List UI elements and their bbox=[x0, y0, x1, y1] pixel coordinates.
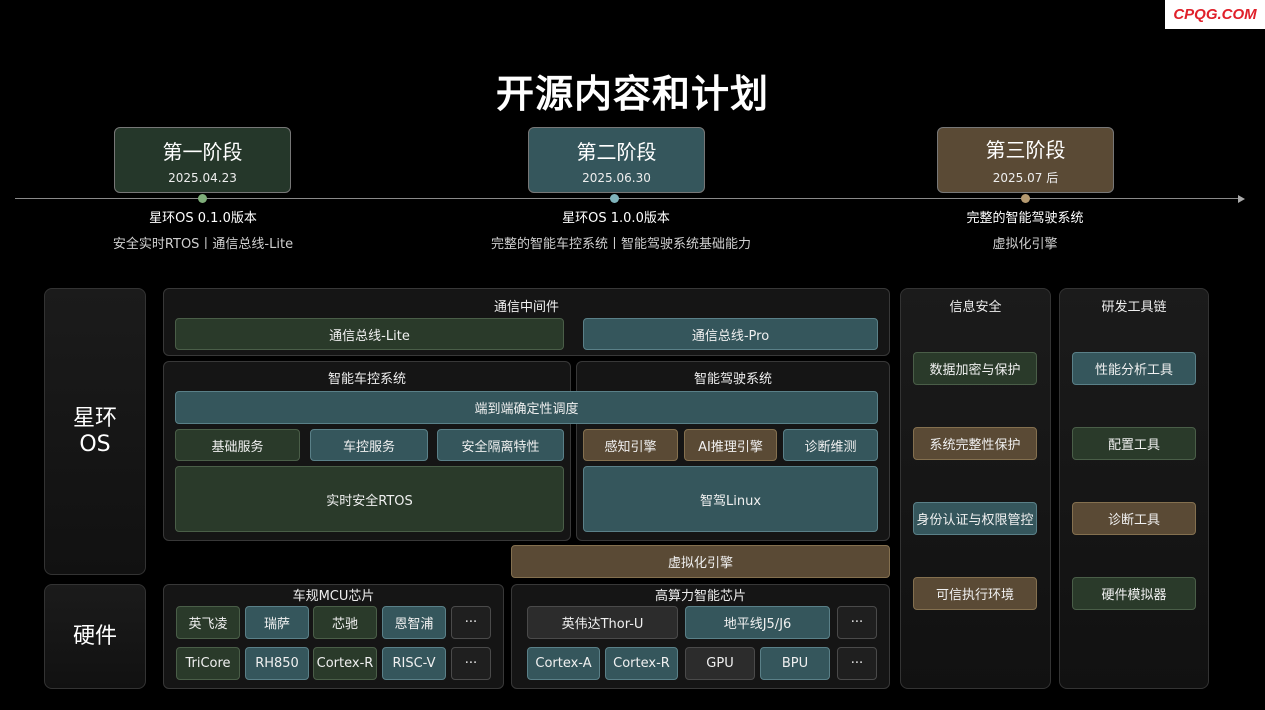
phase-2-version: 星环OS 1.0.0版本 bbox=[562, 211, 670, 226]
mcu-tricore-box: TriCore bbox=[176, 647, 240, 680]
phase-3-box: 第三阶段 2025.07 后 bbox=[937, 127, 1114, 193]
phase-2-date: 2025.06.30 bbox=[582, 170, 651, 185]
config-tool-box: 配置工具 bbox=[1072, 427, 1196, 460]
phase-3-name: 第三阶段 bbox=[985, 138, 1066, 162]
system-integrity-box: 系统完整性保护 bbox=[913, 427, 1037, 460]
watermark-logo: CPQG.COM bbox=[1165, 0, 1265, 29]
soc-gpu-box: GPU bbox=[685, 647, 755, 680]
os-label: 星环 OS bbox=[72, 405, 117, 457]
mcu-renesas-box: 瑞萨 bbox=[245, 606, 309, 639]
phase-2-name: 第二阶段 bbox=[576, 139, 657, 164]
mcu-infineon-box: 英飞凌 bbox=[176, 606, 240, 639]
hardware-label-panel: 硬件 bbox=[44, 584, 146, 689]
mcu-chip-title: 车规MCU芯片 bbox=[292, 588, 375, 604]
timeline-dot-phase1 bbox=[198, 194, 207, 203]
soc-bpu-box: BPU bbox=[760, 647, 830, 680]
os-label-panel: 星环 OS bbox=[44, 288, 146, 575]
soc-chip-title: 高算力智能芯片 bbox=[654, 588, 746, 604]
perception-engine-box: 感知引擎 bbox=[583, 429, 678, 461]
soc-horizon-box: 地平线J5/J6 bbox=[685, 606, 830, 639]
ai-inference-engine-box: AI推理引擎 bbox=[684, 429, 777, 461]
diagnostics-box: 诊断维测 bbox=[783, 429, 878, 461]
hardware-label: 硬件 bbox=[72, 623, 117, 649]
basic-service-box: 基础服务 bbox=[175, 429, 300, 461]
soc-cortex-a-box: Cortex-A bbox=[527, 647, 600, 680]
info-security-panel bbox=[900, 288, 1051, 689]
soc-nvidia-thor-box: 英伟达Thor-U bbox=[527, 606, 678, 639]
phase-1-box: 第一阶段 2025.04.23 bbox=[114, 127, 291, 193]
comm-middleware-title: 通信中间件 bbox=[493, 299, 559, 315]
virtualization-engine-box: 虚拟化引擎 bbox=[511, 545, 890, 578]
soc-cortex-r-box: Cortex-R bbox=[605, 647, 678, 680]
timeline-dot-phase3 bbox=[1021, 194, 1030, 203]
phase-3-desc: 虚拟化引擎 bbox=[992, 237, 1058, 252]
timeline-arrow-icon bbox=[1238, 195, 1245, 203]
dev-toolchain-panel bbox=[1059, 288, 1209, 689]
phase-1-date: 2025.04.23 bbox=[168, 170, 237, 185]
soc-more-row1-box: ··· bbox=[837, 606, 877, 639]
comm-bus-pro-box: 通信总线-Pro bbox=[583, 318, 878, 350]
mcu-risc-v-box: RISC-V bbox=[382, 647, 446, 680]
mcu-rh850-box: RH850 bbox=[245, 647, 309, 680]
phase-2-desc: 完整的智能车控系统丨智能驾驶系统基础能力 bbox=[490, 237, 751, 252]
perf-analysis-tool-box: 性能分析工具 bbox=[1072, 352, 1196, 385]
mcu-semidrive-box: 芯驰 bbox=[313, 606, 377, 639]
trusted-execution-box: 可信执行环境 bbox=[913, 577, 1037, 610]
realtime-rtos-box: 实时安全RTOS bbox=[175, 466, 564, 532]
phase-1-version: 星环OS 0.1.0版本 bbox=[149, 211, 257, 226]
phase-1-desc: 安全实时RTOS丨通信总线-Lite bbox=[112, 237, 294, 252]
mcu-cortex-r-box: Cortex-R bbox=[313, 647, 377, 680]
comm-bus-lite-box: 通信总线-Lite bbox=[175, 318, 564, 350]
soc-more-row2-box: ··· bbox=[837, 647, 877, 680]
data-encryption-box: 数据加密与保护 bbox=[913, 352, 1037, 385]
smart-driving-title: 智能驾驶系统 bbox=[693, 371, 772, 387]
deterministic-schedule-box: 端到端确定性调度 bbox=[175, 391, 878, 424]
driving-linux-box: 智驾Linux bbox=[583, 466, 878, 532]
phase-2-box: 第二阶段 2025.06.30 bbox=[528, 127, 705, 193]
diagnostic-tool-box: 诊断工具 bbox=[1072, 502, 1196, 535]
phase-1-name: 第一阶段 bbox=[162, 139, 243, 164]
auth-access-control-box: 身份认证与权限管控 bbox=[913, 502, 1037, 535]
mcu-nxp-box: 恩智浦 bbox=[382, 606, 446, 639]
phase-3-date: 2025.07 后 bbox=[992, 171, 1059, 185]
vehicle-service-box: 车控服务 bbox=[310, 429, 428, 461]
safety-isolation-box: 安全隔离特性 bbox=[437, 429, 564, 461]
phase-3-version: 完整的智能驾驶系统 bbox=[966, 211, 1084, 226]
mcu-more-row2-box: ··· bbox=[451, 647, 491, 680]
page-title: 开源内容和计划 bbox=[495, 71, 769, 116]
info-security-title: 信息安全 bbox=[949, 299, 1002, 315]
vehicle-control-title: 智能车控系统 bbox=[327, 371, 406, 387]
hardware-simulator-box: 硬件模拟器 bbox=[1072, 577, 1196, 610]
timeline-line bbox=[15, 198, 1241, 199]
mcu-more-row1-box: ··· bbox=[451, 606, 491, 639]
dev-toolchain-title: 研发工具链 bbox=[1101, 299, 1167, 315]
timeline-dot-phase2 bbox=[610, 194, 619, 203]
